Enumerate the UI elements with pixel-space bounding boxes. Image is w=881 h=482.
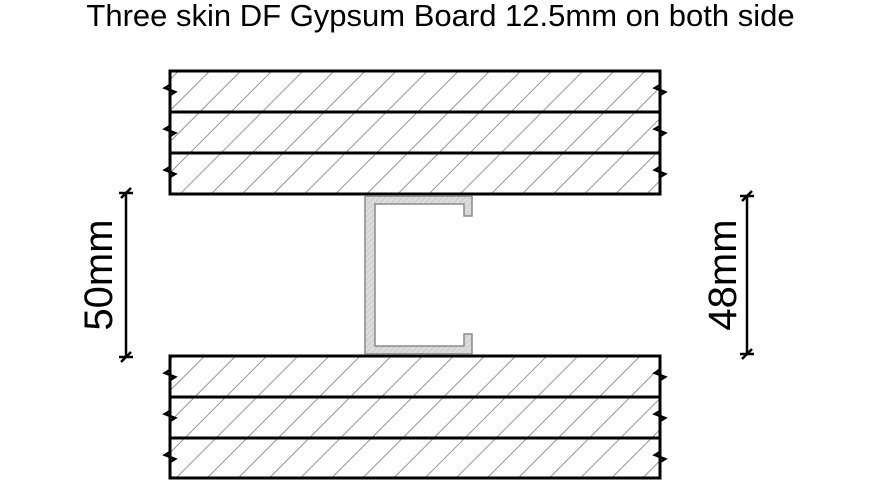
dimension-label-50mm: 50mm bbox=[77, 219, 121, 330]
c-stud-profile bbox=[364, 195, 473, 355]
top-board-layer-3 bbox=[168, 151, 662, 196]
top-board-layer-1 bbox=[168, 69, 662, 114]
dimension-label-48mm: 48mm bbox=[701, 219, 745, 330]
break-marks-left-top bbox=[162, 83, 178, 179]
bottom-gypsum-boards bbox=[162, 354, 668, 480]
break-marks-right-top bbox=[652, 83, 668, 179]
bottom-board-layer-2 bbox=[168, 395, 662, 440]
break-marks-left-bottom bbox=[162, 368, 178, 464]
dimension-48mm bbox=[740, 190, 754, 360]
bottom-board-layer-3 bbox=[168, 436, 662, 480]
bottom-board-layer-1 bbox=[168, 354, 662, 399]
top-board-layer-2 bbox=[168, 110, 662, 155]
break-marks-right-bottom bbox=[652, 368, 668, 464]
dimension-50mm bbox=[119, 187, 133, 363]
top-gypsum-boards bbox=[162, 69, 668, 196]
drawing-title: Three skin DF Gypsum Board 12.5mm on bot… bbox=[86, 0, 795, 33]
